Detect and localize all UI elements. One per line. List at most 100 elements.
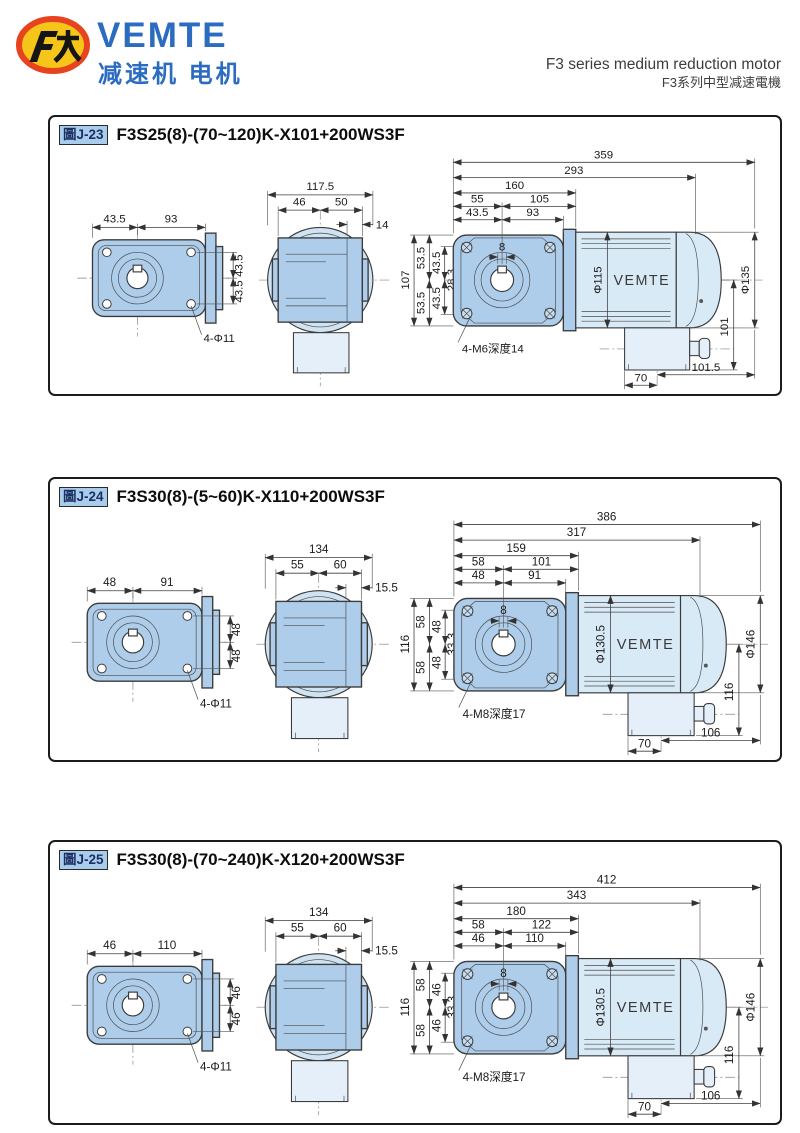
- corner-screws: [460, 241, 556, 320]
- brand-subtitle: 减速机 电机: [98, 61, 243, 88]
- dim-label: 46: [230, 986, 243, 999]
- dim-label: 180: [506, 905, 526, 918]
- dim-label: 60: [334, 921, 347, 934]
- series-title-en: F3 series medium reduction motor: [545, 56, 781, 73]
- dim-label: 134: [309, 543, 329, 556]
- dim-label: 70: [638, 737, 651, 750]
- figure-tag: 圖J-24: [59, 487, 108, 507]
- cable-gland: [693, 705, 705, 722]
- dim-label: 46: [430, 1019, 443, 1032]
- dim-label: 46: [472, 932, 485, 945]
- figure-tag: 圖J-25: [59, 850, 108, 870]
- front-view: [71, 955, 230, 1065]
- dim-label: 160: [505, 180, 524, 192]
- dim-label: 70: [634, 372, 647, 384]
- front-view-dimensions: 46 110 46 46 4-Φ11: [86, 939, 243, 1073]
- dim-label: 116: [399, 635, 412, 654]
- dim-label: 53.5: [416, 292, 428, 314]
- dim-label: 48: [230, 623, 243, 636]
- spec-panel: 圖J-24 F3S30(8)-(5~60)K-X110+200WS3F: [48, 477, 782, 762]
- dim-label: 14: [376, 219, 389, 231]
- motor-fins: [584, 602, 675, 687]
- assembly-dimensions: 386 317 159 58 101 48 91 8 Φ130.5: [453, 511, 765, 756]
- figure-tag: 圖J-23: [59, 125, 108, 145]
- dim-label: 58: [472, 555, 485, 568]
- front-view-dimensions: 48 91 48 48 4-Φ11: [86, 576, 243, 710]
- motor-end-cap: [679, 957, 727, 1057]
- series-title-zh: F3系列中型减速電機: [661, 75, 781, 91]
- dim-label: 117.5: [306, 181, 334, 193]
- motor-brand-label: VEMTE: [617, 1000, 675, 1016]
- dim-label: 122: [532, 918, 551, 931]
- holes-note: 4-Φ11: [203, 333, 234, 345]
- dim-label: 359: [594, 149, 613, 161]
- dim-label: 60: [334, 558, 347, 571]
- dim-label: 93: [526, 207, 539, 219]
- dim-label: 116: [723, 683, 736, 702]
- dim-label: 105: [530, 194, 549, 206]
- technical-drawing: 43.5 93 43.5 43.5 4-Φ11: [77, 149, 763, 390]
- dim-label: 15.5: [375, 945, 398, 958]
- vemte-logo-icon: [16, 16, 90, 74]
- assembly-view: [445, 591, 769, 753]
- terminal-box: [627, 1055, 695, 1100]
- dim-label: 412: [597, 874, 616, 887]
- terminal-box: [624, 327, 691, 371]
- technical-drawing: 46 110 46 46 4-Φ11: [71, 874, 769, 1119]
- dim-label: 58: [415, 978, 428, 991]
- dim-label: Φ130.5: [595, 988, 608, 1026]
- dim-label: 116: [399, 998, 412, 1017]
- dim-label: 43.5: [103, 214, 125, 226]
- panel-header: 圖J-25 F3S30(8)-(70~240)K-X120+200WS3F: [50, 842, 780, 872]
- motor-fins: [584, 965, 675, 1050]
- cable-gland: [689, 340, 700, 357]
- side-view-dimensions: 134 55 60 15.5: [264, 543, 398, 600]
- side-view: [259, 210, 392, 387]
- assembly-view: [444, 228, 763, 387]
- dim-label: 43.5: [466, 207, 488, 219]
- brand-name: VEMTE: [97, 16, 228, 55]
- motor-end-cap: [675, 231, 722, 329]
- front-view-dimensions: 43.5 93 43.5 43.5 4-Φ11: [92, 214, 246, 345]
- dim-label: 58: [415, 615, 428, 628]
- dim-label: 43.5: [234, 255, 246, 277]
- dim-label: 101.5: [692, 362, 721, 374]
- end-cap-bolt: [703, 1026, 708, 1031]
- assembly-dimensions: 359 293 160 55 105 43.5 93 8 Φ115: [452, 149, 759, 390]
- dim-label: Φ146: [744, 630, 757, 659]
- dim-label: Φ130.5: [595, 625, 608, 663]
- dim-label: 8: [499, 241, 505, 253]
- dim-label: 107: [400, 270, 412, 289]
- holes-note: 4-Φ11: [200, 1060, 232, 1073]
- model-title: F3S25(8)-(70~120)K-X101+200WS3F: [116, 125, 405, 144]
- spec-panel: 圖J-25 F3S30(8)-(70~240)K-X120+200WS3F: [48, 840, 782, 1125]
- dim-label: 159: [506, 542, 525, 555]
- dim-label: 101: [532, 555, 551, 568]
- panel-header: 圖J-23 F3S25(8)-(70~120)K-X101+200WS3F: [50, 117, 780, 147]
- dim-label: 110: [158, 939, 177, 952]
- spec-panel: 圖J-23 F3S25(8)-(70~120)K-X101+200WS3F: [48, 115, 782, 396]
- dim-label: 386: [597, 511, 616, 524]
- dim-label: 48: [430, 656, 443, 669]
- dim-label: 91: [528, 569, 541, 582]
- cable-gland: [693, 1068, 705, 1085]
- dim-label: 317: [567, 526, 586, 539]
- dim-label: 343: [567, 889, 586, 902]
- dim-label: 110: [525, 932, 544, 945]
- dim-label: 58: [415, 1024, 428, 1037]
- side-view: [256, 573, 391, 753]
- dim-label: 58: [472, 918, 485, 931]
- assembly-dimensions: 412 343 180 58 122 46 110 8 Φ130.5: [453, 874, 765, 1119]
- dim-label: 55: [291, 921, 304, 934]
- dim-label: 101: [719, 317, 731, 336]
- technical-drawing: 48 91 48 48 4-Φ11: [71, 511, 769, 756]
- dim-label: 46: [293, 196, 306, 208]
- dim-label: 50: [335, 196, 348, 208]
- dim-label: 116: [723, 1046, 736, 1065]
- dim-label: 55: [291, 558, 304, 571]
- screws-note: 4-M8深度17: [463, 707, 526, 721]
- dim-label: 48: [230, 649, 243, 662]
- motor-end-cap: [679, 594, 727, 694]
- dim-label: 48: [472, 569, 485, 582]
- dim-label: 58: [415, 661, 428, 674]
